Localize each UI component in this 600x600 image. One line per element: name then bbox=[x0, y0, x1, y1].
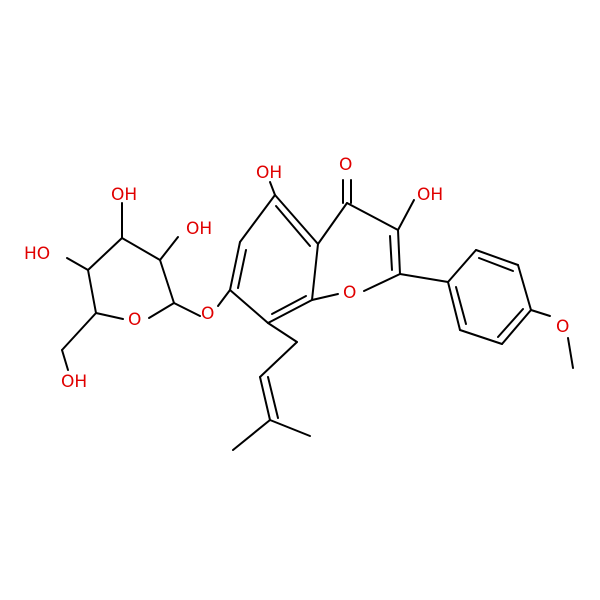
bond-o-s1 bbox=[148, 302, 175, 319]
bonds bbox=[61, 179, 574, 451]
bond-s3-s4 bbox=[87, 237, 123, 271]
bond-s2-s3 bbox=[121, 237, 161, 261]
bond-b3 bbox=[517, 264, 532, 311]
label-sugar-oh-b: OH bbox=[186, 219, 212, 239]
bond-c-me1 bbox=[232, 419, 271, 451]
bond-c4-c3 bbox=[346, 202, 399, 231]
bond-c4a-c5 bbox=[274, 194, 319, 245]
bond-b6-inner bbox=[455, 286, 467, 325]
bond-c3-c2-inner bbox=[389, 235, 393, 271]
bond-s2-oh bbox=[159, 236, 179, 261]
bond-b2 bbox=[475, 249, 519, 266]
atom-labels: OH O OH O O O O OH OH HO OH bbox=[24, 155, 569, 392]
label-sugar-ring-o: O bbox=[128, 310, 141, 330]
bond-b4-inner bbox=[497, 308, 524, 338]
bond-c8-c8a-inner bbox=[271, 295, 307, 315]
bond-ch2-ch bbox=[259, 341, 298, 378]
label-sugar-ch2oh: OH bbox=[61, 372, 87, 392]
bond-c2-o1 bbox=[363, 273, 401, 292]
label-methoxy-o: O bbox=[556, 317, 569, 337]
bond-c6-c7 bbox=[229, 241, 241, 291]
bond-s4-s5 bbox=[87, 269, 97, 314]
bond-s4-oh bbox=[66, 257, 89, 271]
bond-b2-inner bbox=[478, 257, 514, 272]
bond-o-c1s bbox=[173, 302, 201, 317]
bond-c4p-o bbox=[530, 309, 551, 317]
label-sugar-oh-a: OH bbox=[111, 185, 137, 205]
label-glycosidic-o: O bbox=[201, 304, 214, 324]
bond-c4a-c5-inner bbox=[275, 205, 311, 247]
bond-b6 bbox=[447, 281, 461, 331]
bond-o-ch3 bbox=[567, 337, 574, 369]
label-carbonyl-o: O bbox=[339, 155, 352, 175]
bond-c2-c1p bbox=[399, 273, 449, 283]
bond-o1-c8a bbox=[311, 293, 339, 301]
bond-c3-oh bbox=[397, 199, 415, 231]
bond-c7-o bbox=[217, 289, 231, 307]
bond-c8-c8a bbox=[267, 299, 313, 324]
bond-ch-c-inner bbox=[267, 376, 279, 419]
bond-s5-o bbox=[95, 312, 124, 320]
bond-ch-c bbox=[259, 376, 271, 421]
bond-s1-s2 bbox=[159, 259, 175, 304]
bond-c6-c7-inner bbox=[237, 249, 247, 289]
label-ring-o: O bbox=[343, 283, 356, 303]
bond-b5 bbox=[459, 329, 503, 345]
bond-c4a-c4 bbox=[317, 202, 348, 245]
bond-c8-ch2 bbox=[267, 322, 298, 343]
bond-c7-c8 bbox=[229, 289, 269, 324]
bond-s5-ch2 bbox=[61, 312, 97, 351]
bond-c5-c6 bbox=[239, 194, 276, 243]
label-sugar-oh-c: HO bbox=[24, 244, 50, 264]
bond-ch2-oh bbox=[61, 349, 69, 371]
bond-b1 bbox=[447, 249, 477, 283]
bond-c-me2 bbox=[269, 419, 311, 437]
label-3-oh: OH bbox=[417, 185, 443, 205]
label-5-oh: OH bbox=[256, 163, 282, 183]
bond-c3-c2 bbox=[397, 229, 401, 275]
bond-b4 bbox=[501, 309, 532, 345]
bond-c5-oh bbox=[269, 181, 276, 196]
bond-c8a-c4a bbox=[311, 243, 319, 301]
